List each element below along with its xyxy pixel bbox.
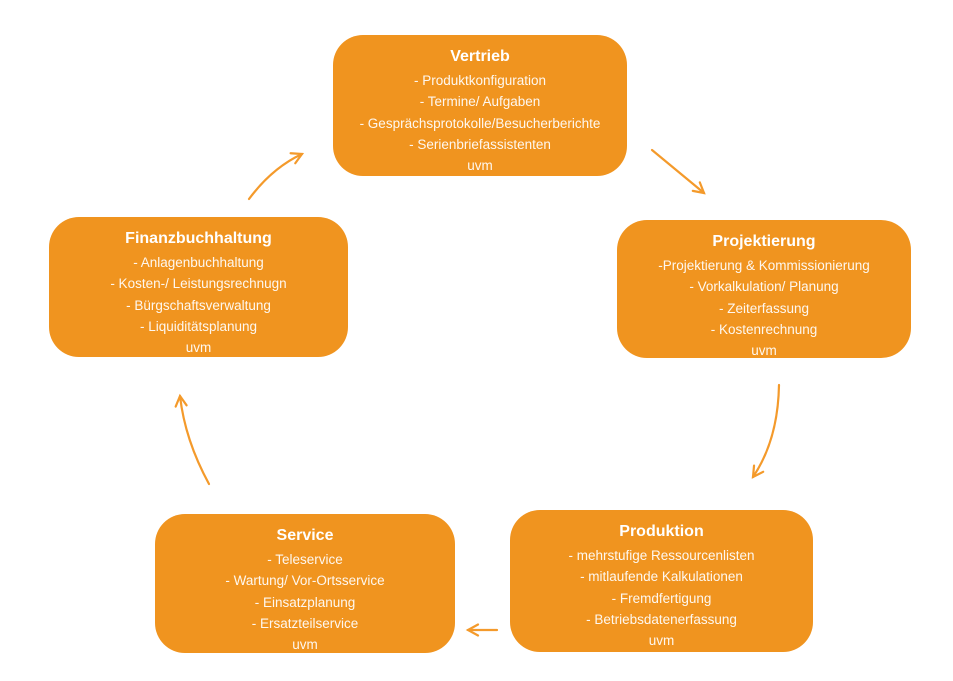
process-box-projektierung: Projektierung -Projektierung & Kommissio… <box>617 220 911 358</box>
process-box-title: Service <box>276 527 334 544</box>
process-box-item: - Ersatzteilservice <box>251 615 359 631</box>
arrow-vertrieb-to-projektierung <box>650 148 706 195</box>
arrow-service-to-finanzbuchhaltung <box>174 393 211 486</box>
process-box-item: - mehrstufige Ressourcenlisten <box>568 548 755 563</box>
process-box-item: - Anlagenbuchhaltung <box>133 255 264 270</box>
process-box-item: uvm <box>648 633 675 649</box>
process-box-item: - Produktkonfiguration <box>413 73 547 88</box>
process-box-finanzbuchhaltung: Finanzbuchhaltung - Anlagenbuchhaltung -… <box>49 217 348 357</box>
process-box-item: - Serienbriefassistenten <box>409 136 551 152</box>
process-box-title: Projektierung <box>712 233 816 250</box>
process-box-item: uvm <box>467 158 493 174</box>
process-box-service: Service - Teleservice - Wartung/ Vor-Ort… <box>155 514 455 653</box>
process-box-item: - Fremdfertigung <box>611 590 712 606</box>
process-box-item: - Vorkalkulation/ Planung <box>689 279 839 295</box>
process-box-vertrieb: Vertrieb - Produktkonfiguration - Termin… <box>333 35 627 176</box>
process-box-item: - Einsatzplanung <box>254 594 356 610</box>
process-box-title: Vertrieb <box>450 48 510 65</box>
process-box-item: - Kostenrechnung <box>710 321 818 337</box>
process-box-item: - Teleservice <box>267 552 343 567</box>
process-box-item: - mitlaufende Kalkulationen <box>580 569 743 585</box>
process-box-item: uvm <box>292 637 318 653</box>
process-box-item: - Betriebsdatenerfassung <box>586 611 737 627</box>
process-box-produktion: Produktion - mehrstufige Ressourcenliste… <box>510 510 813 652</box>
process-box-item: -Projektierung & Kommissionierung <box>658 258 870 273</box>
process-box-item: - Termine/ Aufgaben <box>419 94 541 110</box>
process-box-title: Finanzbuchhaltung <box>125 230 272 247</box>
arrow-projektierung-to-produktion <box>751 383 781 479</box>
process-box-item: - Bürgschaftsverwaltung <box>126 297 271 313</box>
process-box-title: Produktion <box>619 523 704 540</box>
process-box-item: - Kosten-/ Leistungsrechnugn <box>110 276 287 292</box>
process-box-item: uvm <box>751 343 777 359</box>
process-box-item: - Wartung/ Vor-Ortsservice <box>225 573 385 589</box>
arrow-finanzbuchhaltung-to-vertrieb <box>247 152 305 201</box>
process-box-item: - Liquiditätsplanung <box>139 318 258 334</box>
process-box-item: - Zeiterfassung <box>718 300 810 316</box>
process-box-item: uvm <box>185 340 212 356</box>
process-box-item: - Gesprächsprotokolle/Besucherberichte <box>359 115 601 131</box>
